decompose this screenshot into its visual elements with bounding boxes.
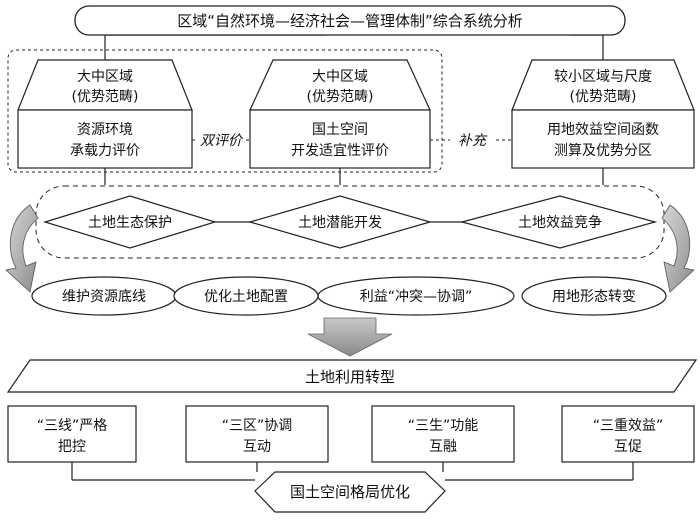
measure-box <box>7 405 137 463</box>
relation-label-bg <box>196 128 246 150</box>
path-optimize-allocation: 优化土地配置 <box>173 276 319 316</box>
top-title: 区域“自然环境—经济社会—管理体制”综合系统分析 <box>177 12 523 30</box>
scope-line2: (优势范畴) <box>570 88 637 105</box>
method-box <box>511 109 695 169</box>
method-box <box>17 109 193 169</box>
measure-box <box>371 405 515 463</box>
method-line2: 承载力评价 <box>70 143 140 159</box>
method-line2: 开发适宜性评价 <box>291 143 389 159</box>
goal-label: 土地潜能开发 <box>298 215 382 231</box>
goal-diamond <box>247 195 433 249</box>
path-ellipse <box>317 276 515 316</box>
path-ellipse <box>521 276 667 316</box>
measure-three-zones: “三区”协调 互动 <box>185 405 329 463</box>
scope-line2: (优势范畴) <box>307 88 374 105</box>
measure-line2: 互促 <box>614 439 642 455</box>
relation-label-bg <box>450 128 494 150</box>
supplement-label: 补充 <box>458 133 488 149</box>
measure-box <box>561 405 695 463</box>
measure-three-benefits: “三重效益” 互促 <box>561 405 695 463</box>
outcome-hexagon <box>254 471 446 513</box>
transformation-banner <box>6 359 698 393</box>
method-box <box>249 109 431 169</box>
method-line1: 资源环境 <box>77 122 133 138</box>
goal-label: 土地生态保护 <box>88 215 172 231</box>
left-curved-arrow <box>5 204 39 293</box>
goal-diamond <box>42 195 218 249</box>
path-conflict-coordination: 利益“冲突—协调” <box>317 276 515 316</box>
double-evaluation-label: 双评价 <box>200 133 244 149</box>
dual-evaluation-group <box>7 49 443 173</box>
measure-line2: 把控 <box>58 439 86 455</box>
path-label: 优化土地配置 <box>204 289 288 305</box>
path-bottom-line: 维护资源底线 <box>31 276 177 316</box>
measure-line1: “三区”协调 <box>222 418 293 434</box>
scope-line1: 较小区域与尺度 <box>554 69 652 85</box>
measure-line1: “三线”严格 <box>37 418 108 434</box>
down-arrow <box>307 317 393 357</box>
outcome-label: 国土空间格局优化 <box>290 483 410 501</box>
goals-band <box>35 185 665 259</box>
assessment-land-benefit-zoning: 较小区域与尺度 (优势范畴) 用地效益空间函数 测算及优势分区 <box>511 59 695 169</box>
method-line1: 用地效益空间函数 <box>547 122 659 138</box>
measure-three-lines: “三线”严格 把控 <box>7 405 137 463</box>
measure-line2: 互融 <box>429 439 457 455</box>
transformation-label: 土地利用转型 <box>305 368 395 386</box>
goal-benefit-competition: 土地效益竞争 <box>459 195 658 249</box>
goal-label: 土地效益竞争 <box>518 214 602 231</box>
measure-line2: 互动 <box>243 439 271 455</box>
title-pill <box>74 5 626 36</box>
scope-line1: 大中区域 <box>77 69 133 85</box>
measure-three-functions: “三生”功能 互融 <box>371 405 515 463</box>
assessment-development-suitability: 大中区域 (优势范畴) 国土空间 开发适宜性评价 <box>249 59 431 169</box>
goal-eco-protection: 土地生态保护 <box>42 195 218 249</box>
path-label: 维护资源底线 <box>62 289 146 305</box>
measure-line1: “三重效益” <box>593 418 664 434</box>
measure-line1: “三生”功能 <box>408 418 479 434</box>
goal-diamond <box>459 195 658 249</box>
scope-line1: 大中区域 <box>312 69 368 85</box>
method-line1: 国土空间 <box>312 122 368 138</box>
path-label: 用地形态转变 <box>552 289 636 305</box>
measure-box <box>185 405 329 463</box>
path-label: 利益“冲突—协调” <box>360 289 473 305</box>
scope-line2: (优势范畴) <box>72 88 139 105</box>
goal-potential-development: 土地潜能开发 <box>247 195 433 249</box>
right-curved-arrow <box>661 204 695 293</box>
method-line2: 测算及优势分区 <box>554 143 652 159</box>
path-form-transition: 用地形态转变 <box>521 276 667 316</box>
assessment-resource-capacity: 大中区域 (优势范畴) 资源环境 承载力评价 <box>17 59 193 169</box>
